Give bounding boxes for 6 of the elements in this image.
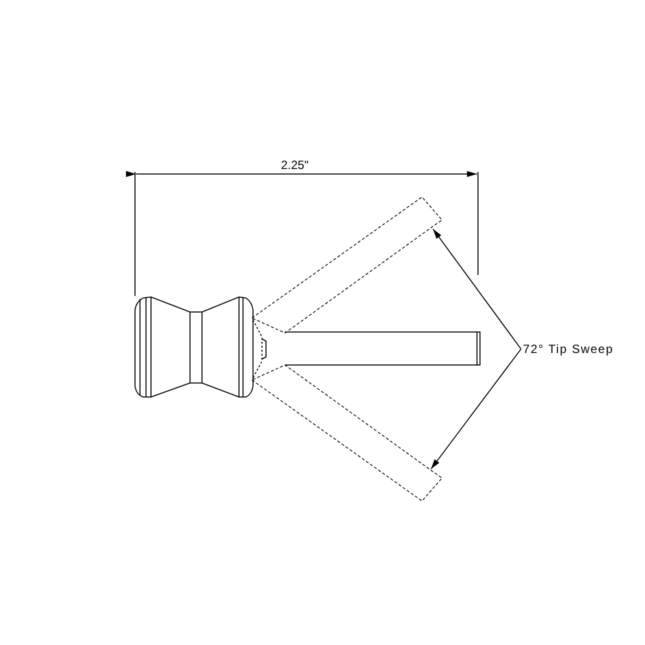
leader-line <box>432 228 522 350</box>
leader-line <box>430 348 522 470</box>
swept-lever-outline <box>251 364 443 502</box>
callout-text: 72° Tip Sweep <box>523 340 614 358</box>
swept-lever-outline <box>251 196 443 334</box>
dimension-label: 2.25" <box>281 158 309 172</box>
